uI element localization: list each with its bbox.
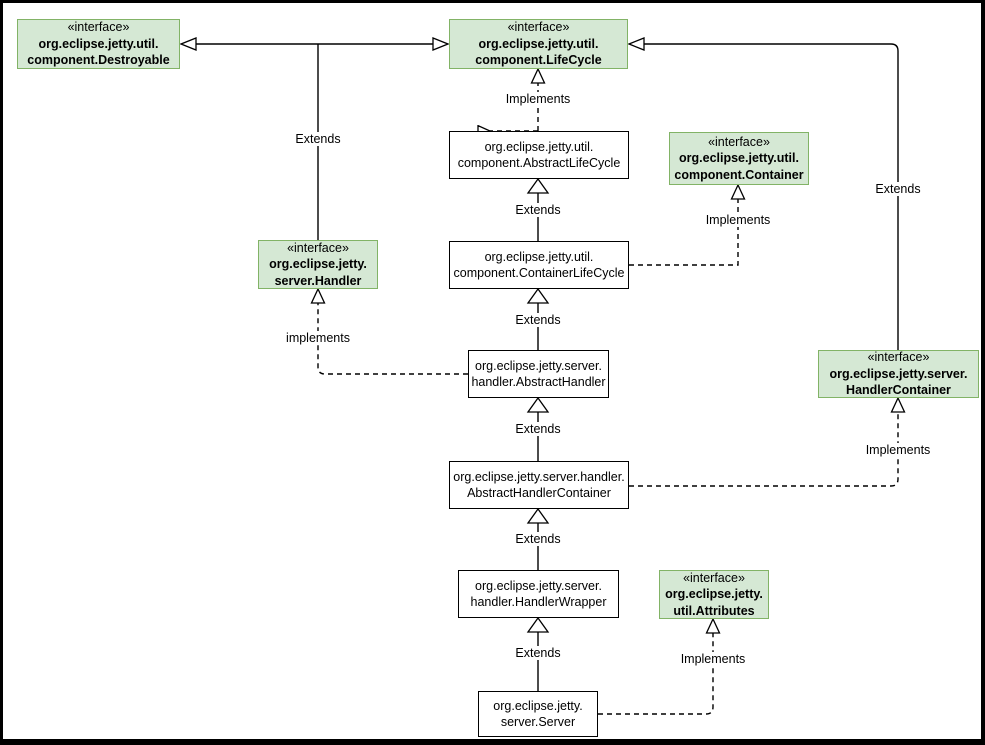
edge-label-abstracthandler-containerlifecycle: Extends — [512, 313, 564, 327]
class-name-label: org.eclipse.jetty.util. component.Destro… — [27, 36, 170, 68]
edge-label-containerlifecycle-abstractlifecycle: Extends — [512, 203, 564, 217]
stereotype-label: «interface» — [67, 20, 130, 35]
edge-label-handlerwrapper-abstracthandlercontainer: Extends — [512, 532, 564, 546]
edge-destroyable-lifecycle — [179, 37, 450, 51]
class-name-label: org.eclipse.jetty.util. component.Abstra… — [457, 139, 621, 171]
class-name-label: org.eclipse.jetty.server. HandlerContain… — [829, 366, 968, 398]
node-abstracthandlercontainer[interactable]: org.eclipse.jetty.server.handler. Abstra… — [449, 461, 629, 509]
node-lifecycle[interactable]: «interface» org.eclipse.jetty.util. comp… — [449, 19, 628, 69]
stereotype-label: «interface» — [708, 134, 770, 149]
edge-label-server-handlerwrapper: Extends — [512, 646, 564, 660]
edge-label-abstracthandler-handler: implements — [283, 331, 353, 345]
node-handlerwrapper[interactable]: org.eclipse.jetty.server. handler.Handle… — [458, 570, 619, 618]
edge-label-handler-destroyable: Extends — [292, 132, 344, 146]
class-name-label: org.eclipse.jetty.util. component.LifeCy… — [475, 36, 602, 68]
node-attributes[interactable]: «interface» org.eclipse.jetty. util.Attr… — [659, 570, 769, 619]
node-handler[interactable]: «interface» org.eclipse.jetty. server.Ha… — [258, 240, 378, 289]
edge-label-abstractlifecycle-lifecycle: Implements — [502, 92, 574, 106]
class-name-label: org.eclipse.jetty. util.Attributes — [665, 587, 763, 618]
class-name-label: org.eclipse.jetty. server.Handler — [269, 257, 367, 288]
stereotype-label: «interface» — [287, 240, 349, 255]
edge-handlercontainer-lifecycle — [627, 37, 899, 350]
class-name-label: org.eclipse.jetty.server. handler.Handle… — [470, 578, 607, 610]
node-abstracthandler[interactable]: org.eclipse.jetty.server. handler.Abstra… — [468, 350, 609, 398]
edge-server-attributes — [598, 617, 721, 715]
class-name-label: org.eclipse.jetty.util. component.Contai… — [674, 151, 804, 182]
node-container[interactable]: «interface» org.eclipse.jetty.util. comp… — [669, 132, 809, 185]
node-abstractlifecycle[interactable]: org.eclipse.jetty.util. component.Abstra… — [449, 131, 629, 179]
node-server[interactable]: org.eclipse.jetty. server.Server — [478, 691, 598, 737]
edge-label-handlercontainer-lifecycle: Extends — [872, 182, 924, 196]
class-name-label: org.eclipse.jetty. server.Server — [493, 698, 583, 730]
stereotype-label: «interface» — [867, 350, 930, 365]
node-containerlifecycle[interactable]: org.eclipse.jetty.util. component.Contai… — [449, 241, 629, 289]
stereotype-label: «interface» — [507, 20, 570, 35]
edge-label-abstracthandlercontainer-handlercontainer: Implements — [862, 443, 934, 457]
class-name-label: org.eclipse.jetty.util. component.Contai… — [453, 249, 625, 281]
edge-label-abstracthandlercontainer-abstracthandler: Extends — [512, 422, 564, 436]
edge-label-server-attributes: Implements — [677, 652, 749, 666]
edge-abstracthandlercontainer-handlercontainer — [629, 396, 906, 487]
class-name-label: org.eclipse.jetty.server.handler. Abstra… — [453, 469, 625, 501]
class-name-label: org.eclipse.jetty.server. handler.Abstra… — [471, 358, 606, 390]
edge-label-containerlifecycle-container: Implements — [702, 213, 774, 227]
stereotype-label: «interface» — [683, 570, 745, 585]
node-handlercontainer[interactable]: «interface» org.eclipse.jetty.server. Ha… — [818, 350, 979, 398]
node-destroyable[interactable]: «interface» org.eclipse.jetty.util. comp… — [17, 19, 180, 69]
